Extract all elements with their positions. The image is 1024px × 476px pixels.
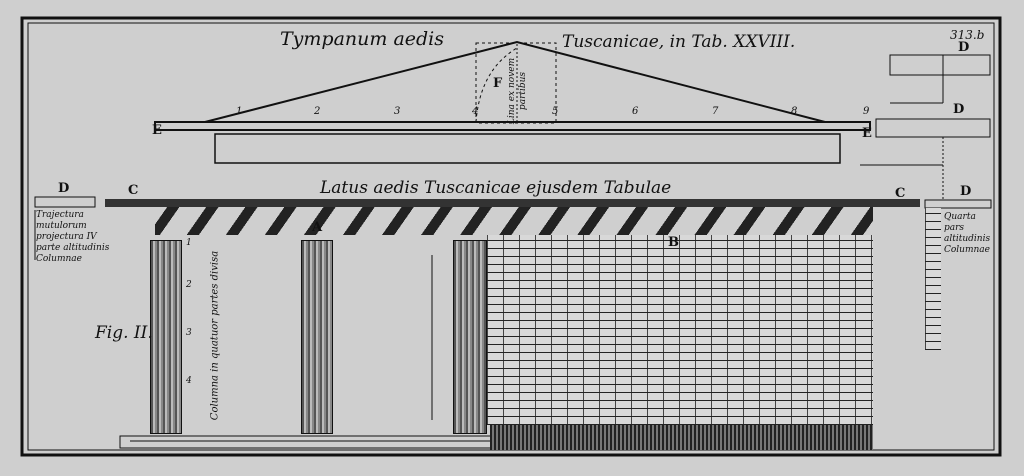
column-note: Columna in quatuor partes divisa [209, 250, 221, 421]
column-2 [301, 240, 333, 434]
arc-construction [475, 47, 518, 123]
division-1: 1 [236, 106, 243, 117]
cornice [154, 121, 871, 131]
division-2: 2 [314, 106, 321, 117]
division-8: 8 [791, 106, 798, 117]
division-4: 4 [472, 106, 479, 117]
division-9: 9 [863, 106, 870, 117]
inner-border [27, 22, 995, 451]
division-numbers: 1 2 3 4 5 6 7 8 9 [230, 106, 880, 120]
rafters [155, 207, 873, 235]
title-left: Tympanum aedis [280, 28, 445, 50]
label-e-left: E [152, 123, 162, 138]
detail-d-top [889, 54, 991, 76]
column-division-1: 1 [186, 238, 192, 248]
pediment-roof [204, 40, 826, 123]
label-d-left: D [58, 181, 70, 196]
label-a: A [312, 220, 323, 235]
title-right: Tuscanicae, in Tab. XXVIII. [562, 32, 796, 52]
beam-c [105, 199, 920, 207]
column-division-2: 2 [186, 280, 192, 290]
label-d-mid: D [953, 102, 965, 117]
detail-d-left [34, 196, 96, 208]
architrave [214, 133, 841, 164]
division-6: 6 [632, 106, 639, 117]
division-7: 7 [712, 106, 719, 117]
division-3: 3 [394, 106, 401, 117]
label-c-right: C [895, 186, 906, 201]
label-e-right: E [862, 126, 872, 141]
division-5: 5 [552, 106, 559, 117]
plate-number: 313.b [950, 28, 985, 42]
column-3 [453, 240, 487, 434]
right-note: Quarta pars altitudinis Columnae [944, 212, 991, 255]
brick-wall [487, 235, 873, 425]
steps [119, 435, 506, 449]
label-d-right: D [960, 184, 972, 199]
label-d-top: D [958, 40, 970, 55]
lower-title: Latus aedis Tuscanicae ejusdem Tabulae [320, 178, 672, 198]
vertical-note: Lina ex novem partibus [507, 57, 528, 125]
label-f: F [493, 76, 503, 91]
outer-border [20, 16, 1002, 457]
fig-label: Fig. II. [95, 323, 153, 343]
side-brick-strip [925, 208, 941, 350]
left-note: Trajectura mutulorum projectura IV parte… [36, 210, 110, 264]
column-1 [150, 240, 182, 434]
detail-d-mid [875, 118, 991, 138]
wall-base [490, 425, 873, 450]
dashed-frame [475, 42, 557, 124]
column-division-4: 4 [186, 376, 192, 386]
label-b: B [668, 235, 679, 250]
column-division-3: 3 [186, 328, 192, 338]
label-c-left: C [128, 183, 139, 198]
